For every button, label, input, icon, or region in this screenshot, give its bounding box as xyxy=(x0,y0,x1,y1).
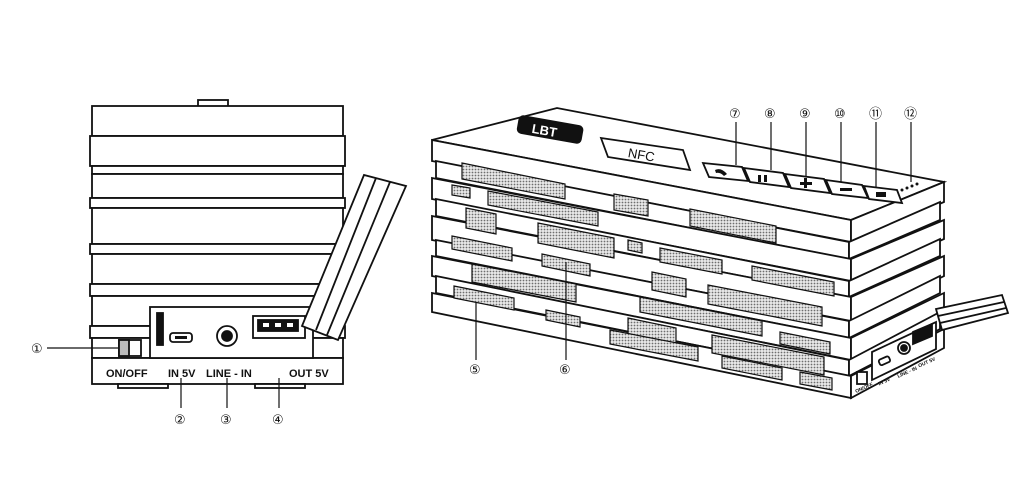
layer xyxy=(848,200,941,261)
indicator-dot xyxy=(905,186,909,190)
grille xyxy=(689,208,777,244)
layer xyxy=(850,218,945,283)
grille xyxy=(461,162,566,200)
side-base xyxy=(91,357,344,385)
side-layer xyxy=(91,253,344,285)
grille xyxy=(799,371,833,391)
grille xyxy=(453,285,515,311)
grille xyxy=(707,284,823,327)
grille xyxy=(659,247,723,275)
side-foot xyxy=(254,383,306,389)
indicator-dot xyxy=(910,184,914,188)
side-layer xyxy=(91,207,344,245)
side-layer xyxy=(89,283,346,297)
callout-5: ⑤ xyxy=(469,363,481,378)
callout-11: ⑪ xyxy=(869,107,882,122)
side-layer xyxy=(89,197,346,209)
brand-badge xyxy=(516,115,584,144)
layer xyxy=(848,274,941,340)
grille xyxy=(751,265,835,297)
led-slot xyxy=(156,312,164,346)
line-in-jack-hole xyxy=(221,330,233,342)
end-micro-usb xyxy=(877,355,891,367)
brand-badge-text: LBT xyxy=(531,121,559,140)
callout-6: ⑥ xyxy=(559,363,571,378)
onoff-label: ON/OFF xyxy=(106,368,148,380)
end-usb-out xyxy=(912,322,933,346)
grille xyxy=(451,184,471,199)
grille xyxy=(627,239,643,254)
side-foot xyxy=(117,383,169,389)
in5v-label: IN 5V xyxy=(168,368,196,380)
indicator-dot xyxy=(915,182,919,186)
grille xyxy=(471,263,577,303)
side-layer xyxy=(91,105,344,137)
grille xyxy=(487,190,599,227)
grille xyxy=(779,331,831,355)
side-view xyxy=(89,99,408,389)
layer xyxy=(850,180,945,244)
callout-1: ① xyxy=(31,342,43,357)
callout-10: ⑩ xyxy=(834,107,846,122)
callout-9: ⑨ xyxy=(799,107,811,122)
callout-4: ④ xyxy=(272,413,284,428)
callout-3: ③ xyxy=(220,413,232,428)
callout-2: ② xyxy=(174,413,186,428)
indicator-dot xyxy=(900,188,904,192)
layer xyxy=(850,254,945,323)
nfc-zone xyxy=(599,136,692,172)
nfc-text: NFC xyxy=(627,145,656,164)
side-layer xyxy=(89,135,346,167)
out5v-label: OUT 5V xyxy=(289,368,329,380)
button-7 xyxy=(701,161,750,183)
end-in5v-label: IN 5V xyxy=(878,376,892,387)
grille xyxy=(545,309,581,328)
grille xyxy=(613,193,649,217)
grille xyxy=(721,355,783,381)
layer xyxy=(848,237,941,299)
micro-usb-inner xyxy=(175,336,187,339)
callout-12: ⑫ xyxy=(904,107,917,122)
grille xyxy=(651,271,687,298)
side-layer xyxy=(91,165,344,175)
grille xyxy=(711,334,825,376)
grille xyxy=(451,235,513,262)
side-layer xyxy=(89,243,346,255)
linein-label: LINE - IN xyxy=(206,368,252,380)
speaker-grilles xyxy=(451,162,835,391)
grille xyxy=(465,207,497,235)
grille xyxy=(537,222,615,259)
end-onoff-switch xyxy=(856,371,868,385)
end-port-cover-flap xyxy=(934,293,1010,332)
grille xyxy=(609,329,699,362)
onoff-switch-knob xyxy=(118,339,130,357)
callout-7: ⑦ xyxy=(729,107,741,122)
side-layer xyxy=(91,173,344,199)
grille xyxy=(639,296,763,337)
callout-8: ⑧ xyxy=(764,107,776,122)
